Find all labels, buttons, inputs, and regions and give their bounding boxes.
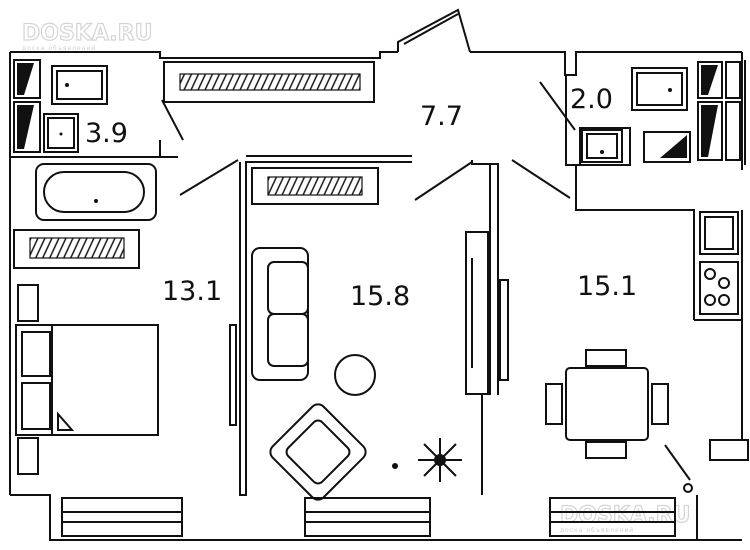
kitchen-area: 15.1 [577, 271, 637, 302]
hall-area: 7.7 [420, 101, 463, 132]
watermark-subtext-2: доска объявлений [560, 527, 634, 534]
watermark-text: DOSKA.RU [22, 21, 152, 46]
kitchen [499, 211, 739, 459]
hall-wardrobe [163, 61, 375, 103]
watermark-subtext: доска объявлений [22, 45, 96, 52]
watermark-text-2: DOSKA.RU [560, 503, 690, 528]
entrance-door [397, 8, 471, 53]
outer-walls [9, 51, 749, 541]
bedroom-area: 13.1 [162, 276, 222, 307]
living-area: 15.8 [350, 281, 410, 312]
toilet-area: 2.0 [570, 84, 613, 115]
bathroom [10, 59, 184, 158]
bathroom-area: 3.9 [85, 118, 128, 149]
bathtub [35, 163, 157, 221]
bedroom [13, 229, 237, 475]
toilet [539, 61, 741, 166]
interior-walls [179, 155, 742, 496]
watermark-top-left: DOSKA.RU доска объявлений [21, 20, 153, 52]
living-room [251, 167, 489, 501]
plant-icon [418, 438, 462, 482]
watermark-bottom-right: DOSKA.RU доска объявлений [559, 502, 691, 534]
